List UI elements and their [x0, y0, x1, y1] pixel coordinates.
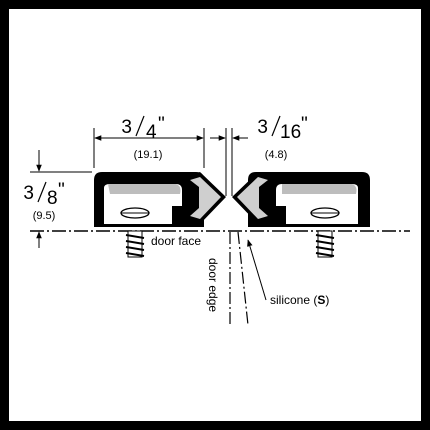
width-num: 3: [121, 117, 132, 138]
left-screw: [125, 230, 145, 258]
silicone-label: silicone (S): [270, 293, 329, 307]
width-fraction-bar: [135, 115, 145, 137]
door-face-label: door face: [151, 234, 201, 248]
right-seal: [232, 172, 272, 224]
width-den: 4: [146, 122, 157, 143]
width-unit: ": [158, 114, 165, 135]
gap-unit: ": [301, 114, 308, 135]
gap-num: 3: [257, 117, 268, 138]
height-num: 3: [23, 183, 34, 204]
height-fraction-bar: [37, 181, 47, 203]
gap-metric: (4.8): [265, 149, 288, 161]
height-metric: (9.5): [33, 210, 56, 222]
door-edge-label: door edge: [206, 258, 220, 312]
gap-fraction-bar: [271, 115, 281, 137]
gap-den: 16: [280, 122, 301, 143]
width-metric: (19.1): [134, 149, 163, 161]
height-den: 8: [47, 188, 58, 209]
door-edge-line-right: [237, 231, 249, 326]
left-carrier: [94, 172, 204, 227]
right-carrier: [248, 172, 370, 227]
left-seal: [186, 172, 226, 224]
right-screw: [315, 230, 335, 258]
silicone-leader: [247, 239, 267, 301]
height-unit: ": [58, 180, 65, 201]
